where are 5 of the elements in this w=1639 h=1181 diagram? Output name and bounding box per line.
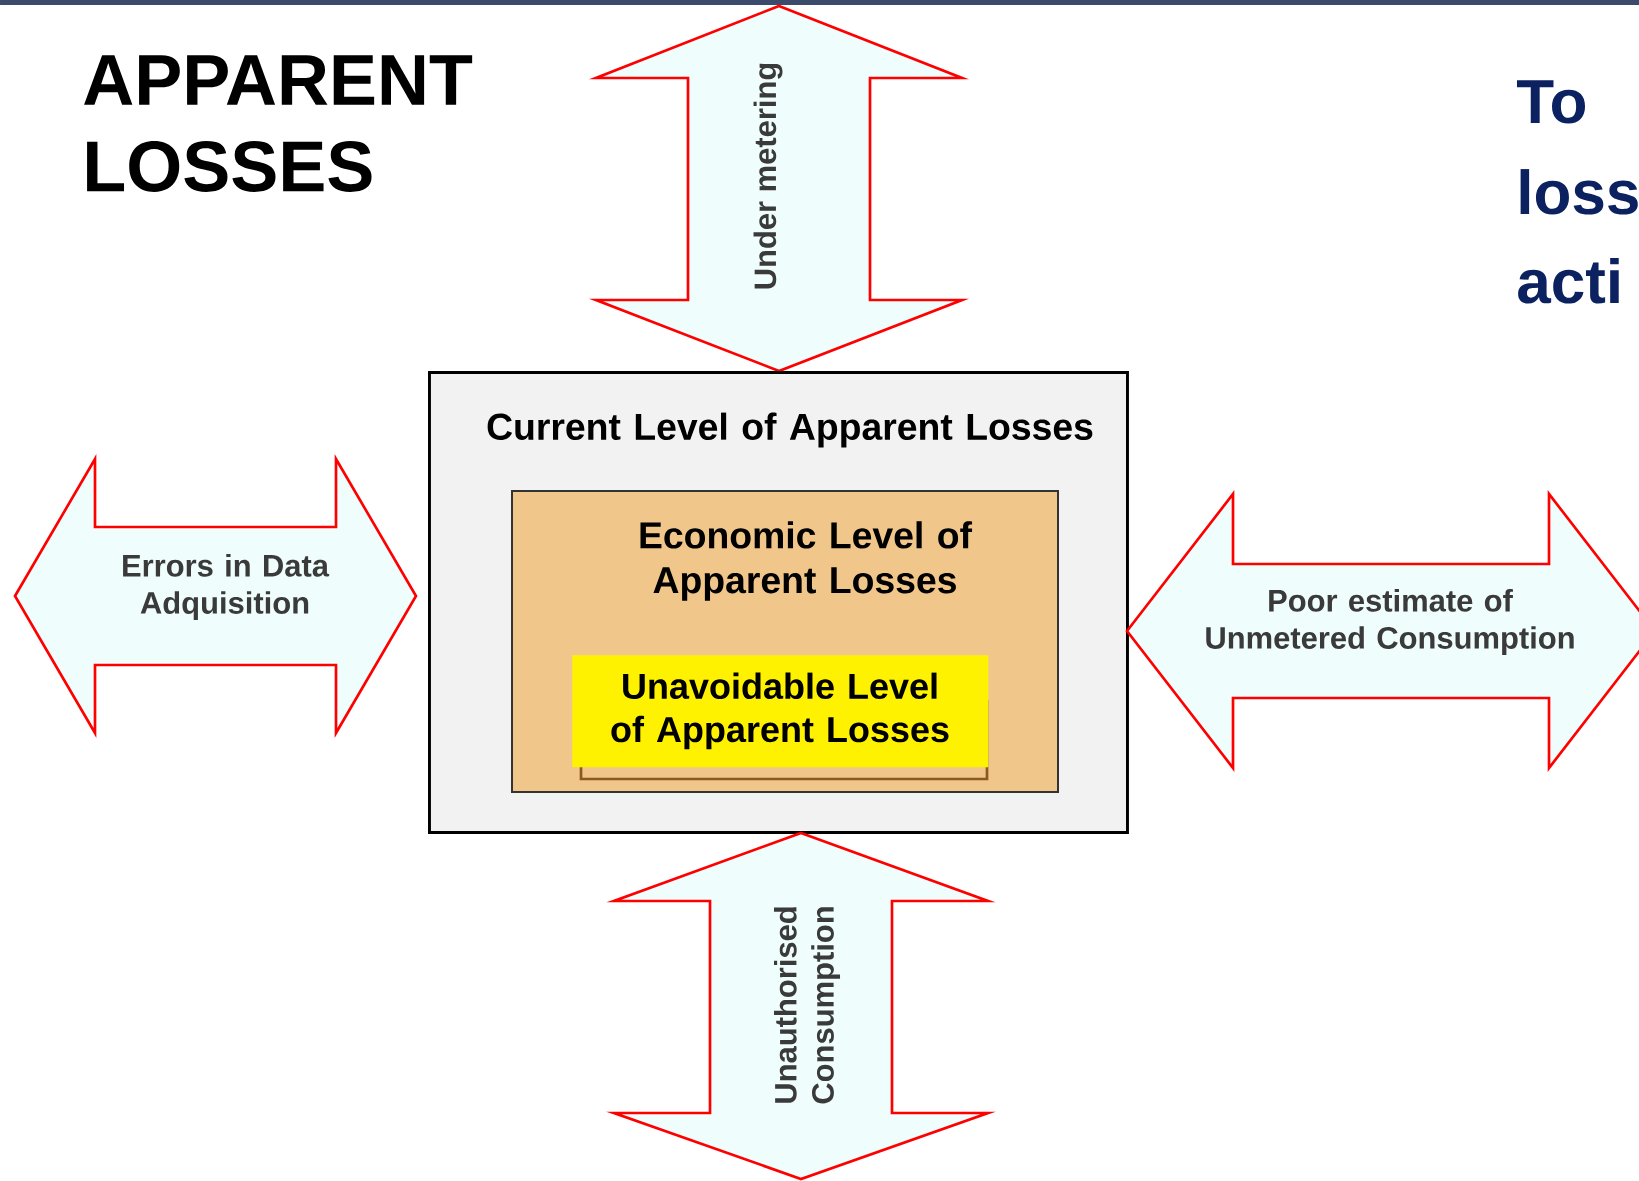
side-heading: loss	[1520, 169, 1638, 215]
side-heading: acti	[1518, 258, 1619, 304]
side-heading: To	[1516, 80, 1585, 124]
highlight-box: Unavoidable Level of Apparent Losses	[572, 655, 989, 781]
title: APPARENT LOSSES	[84, 55, 473, 192]
